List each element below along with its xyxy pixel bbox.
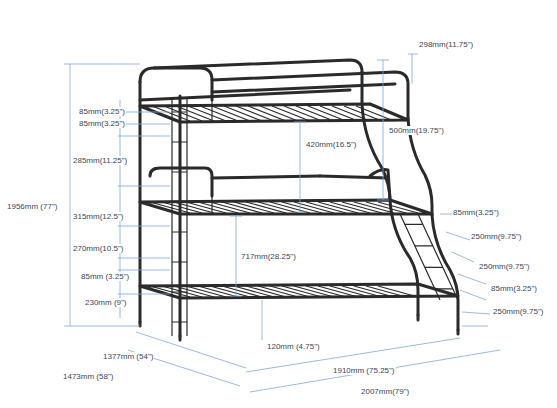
dimension-label: 85mm(3.25") bbox=[78, 107, 126, 116]
dimension-label: 420mm(16.5") bbox=[305, 140, 357, 149]
dimension-label: 85mm(3.25") bbox=[452, 208, 500, 217]
dimension-label: 250mm(9.75") bbox=[470, 232, 522, 241]
dimension-label: 500mm(19.75") bbox=[388, 126, 445, 135]
dimension-label: 85mm(3.25") bbox=[78, 119, 126, 128]
dimension-label: 285mm(11.25") bbox=[72, 156, 128, 165]
dimension-label: 2007mm(79") bbox=[360, 387, 410, 396]
dimension-label: 85mm(3.25") bbox=[490, 284, 538, 293]
dimension-label: 1910mm (75.25") bbox=[332, 366, 396, 375]
dimension-label: 250mm(9.75") bbox=[478, 262, 530, 271]
dimension-label: 250mm(9.75") bbox=[492, 307, 544, 316]
dimension-label: 315mm(12.5") bbox=[72, 212, 124, 221]
dimension-label: 298mm(11.75") bbox=[418, 40, 474, 49]
dimension-label: 1473mm (58") bbox=[62, 372, 114, 381]
dimension-label: 1956mm (77") bbox=[6, 202, 58, 211]
dimension-label: 717mm(28.25") bbox=[240, 252, 297, 261]
dimension-label: 1377mm (54") bbox=[102, 352, 154, 361]
dimension-label: 230mm (9") bbox=[84, 298, 128, 307]
dimension-label: 270mm(10.5") bbox=[72, 244, 124, 253]
dimension-label: 85mm (3.25") bbox=[80, 272, 130, 281]
dimension-label: 120mm (4.75") bbox=[266, 342, 321, 351]
